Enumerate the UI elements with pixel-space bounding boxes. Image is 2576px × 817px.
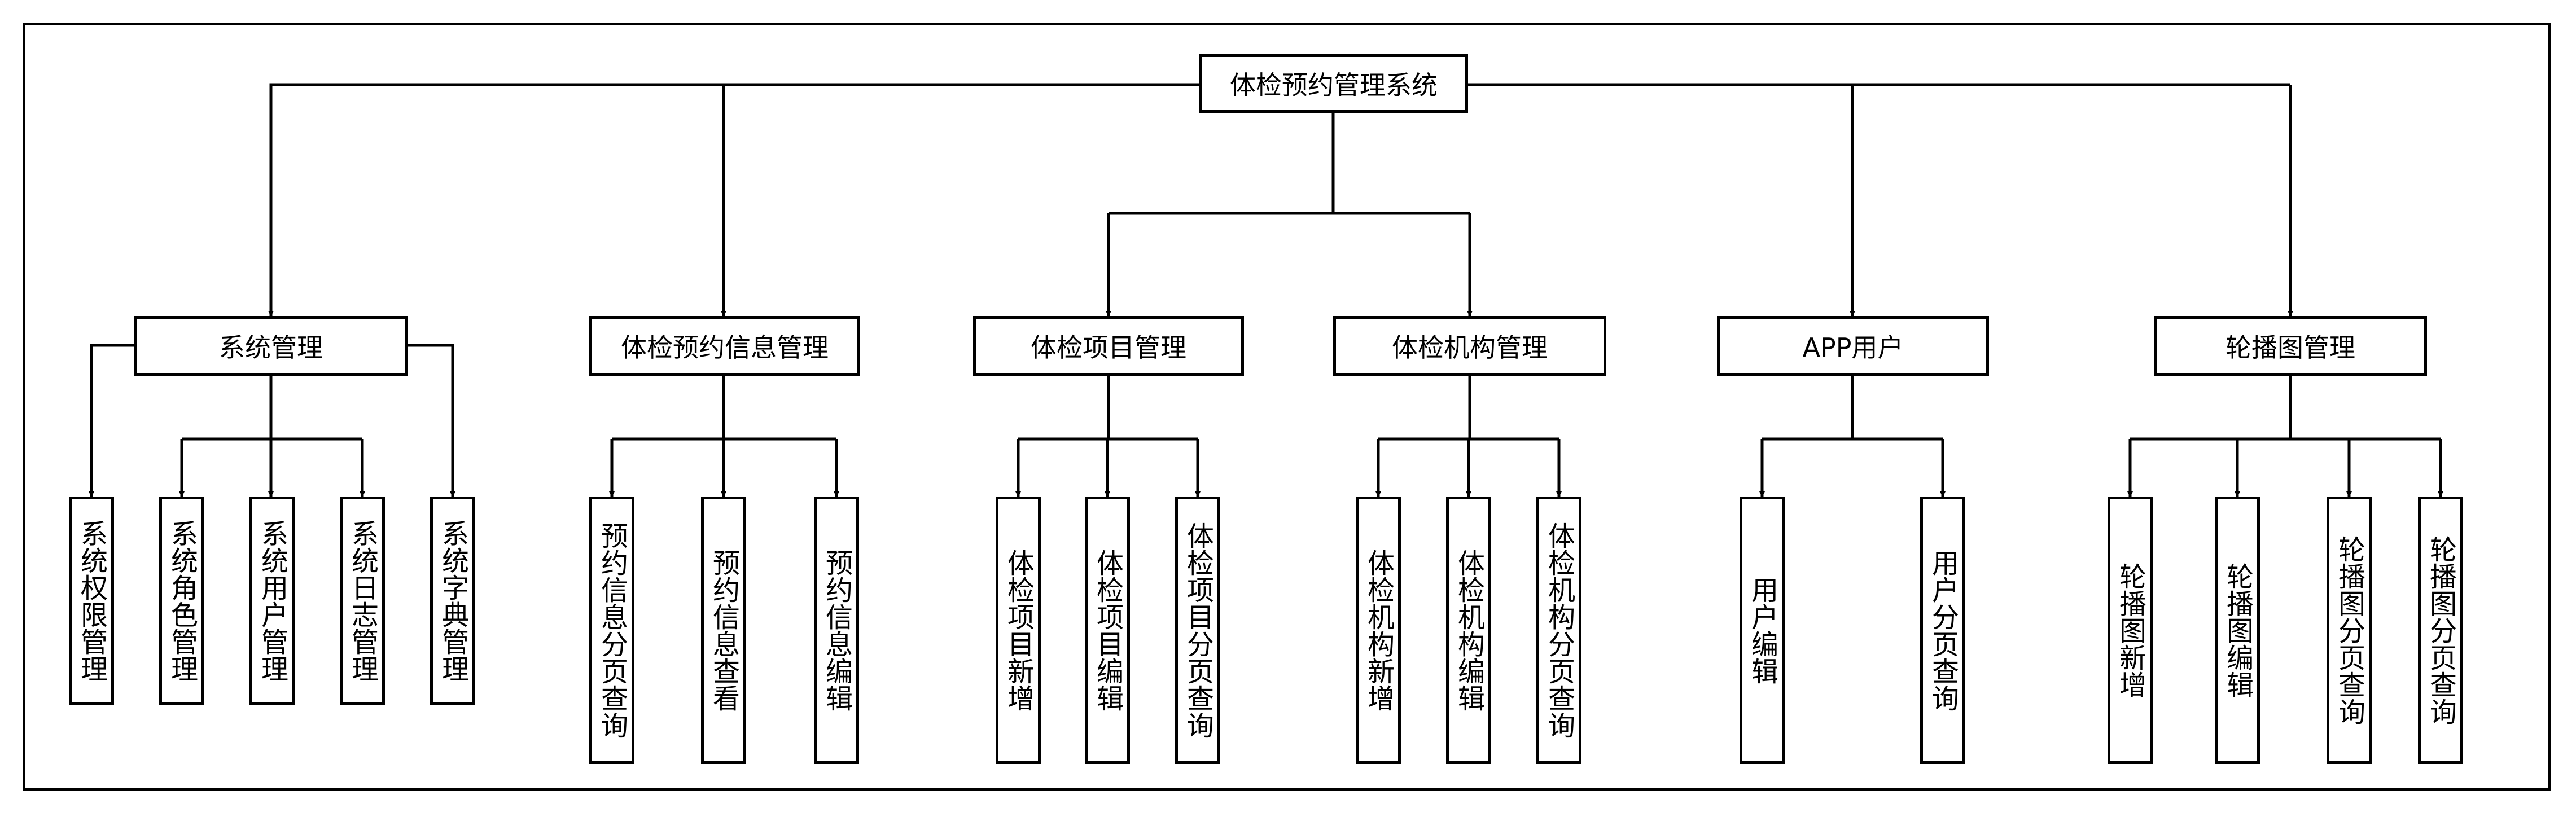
- leaf-node: 预约信息分页查询: [589, 497, 634, 764]
- leaf-node: 轮播图新增: [2108, 497, 2153, 764]
- leaf-node: 体检项目分页查询: [1175, 497, 1220, 764]
- leaf-node: 轮播图编辑: [2215, 497, 2260, 764]
- connector-system-right: [408, 344, 455, 497]
- leaf-node: 预约信息编辑: [814, 497, 859, 764]
- leaf-node: 体检项目新增: [996, 497, 1041, 764]
- leaf-node: 系统用户管理: [249, 497, 295, 705]
- leaf-node: 预约信息查看: [701, 497, 746, 764]
- leaf-node: 轮播图分页查询: [2327, 497, 2372, 764]
- leaf-node: 系统权限管理: [69, 497, 114, 705]
- leaf-node: 系统字典管理: [430, 497, 475, 705]
- root-node: 体检预约管理系统: [1199, 54, 1468, 113]
- module-node-carousel: 轮播图管理: [2154, 316, 2427, 376]
- leaf-node: 用户分页查询: [1920, 497, 1965, 764]
- leaf-node: 系统日志管理: [340, 497, 385, 705]
- module-node-system: 系统管理: [134, 316, 408, 376]
- connector-system-left: [89, 344, 134, 497]
- leaf-node: 体检机构编辑: [1446, 497, 1491, 764]
- leaf-node: 轮播图分页查询: [2418, 497, 2463, 764]
- connector-root-system: [268, 83, 1199, 317]
- module-node-items: 体检项目管理: [973, 316, 1244, 376]
- module-node-institutions: 体检机构管理: [1333, 316, 1606, 376]
- diagram-frame: [23, 23, 2551, 791]
- leaf-node: 系统角色管理: [159, 497, 204, 705]
- leaf-node: 用户编辑: [1740, 497, 1785, 764]
- module-node-appointment: 体检预约信息管理: [589, 316, 860, 376]
- leaf-node: 体检机构分页查询: [1536, 497, 1581, 764]
- leaf-node: 体检机构新增: [1356, 497, 1401, 764]
- module-node-app-users: APP用户: [1717, 316, 1989, 376]
- leaf-node: 体检项目编辑: [1085, 497, 1130, 764]
